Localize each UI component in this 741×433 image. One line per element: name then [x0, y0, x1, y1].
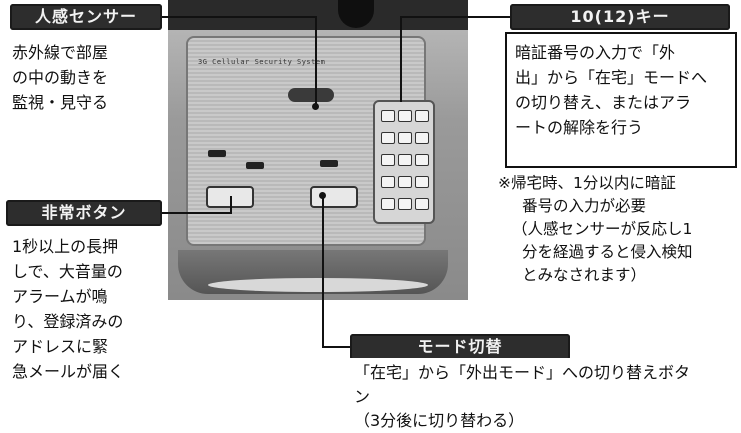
callout-line: 「在宅」から「外出モード」への切り替えボタン — [354, 363, 691, 406]
leader-line-keypad — [400, 16, 402, 102]
device-top — [168, 0, 468, 30]
note-line: 番号の入力が必要 — [522, 197, 647, 215]
callout-line: 1秒以上の長押 — [12, 237, 119, 256]
callout-line: ートの解除を行う — [515, 118, 644, 137]
status-led — [246, 162, 264, 169]
mode-button-on-device — [310, 186, 358, 208]
status-led — [208, 150, 226, 157]
callout-body-sensor: 赤外線で部屋 の中の動きを 監視・見守る — [4, 34, 166, 154]
callout-line: り、登録済みの — [12, 312, 124, 331]
callout-body-keypad: 暗証番号の入力で「外 出」から「在宅」モードへ の切り替え、またはアラ ートの解… — [505, 32, 737, 168]
callout-line: アラームが鳴 — [12, 287, 108, 306]
leader-line-sensor — [315, 16, 317, 106]
annotated-device-figure: 3G Cellular Security System 人感センサー 赤外線で部… — [4, 0, 741, 430]
leader-line-keypad — [400, 16, 510, 18]
callout-title-mode: モード切替 — [350, 334, 570, 360]
leader-line-mode — [322, 198, 324, 348]
device-keypad — [373, 100, 435, 224]
callout-line: 出」から「在宅」モードへ — [515, 68, 708, 87]
callout-line: 赤外線で部屋 — [12, 43, 109, 62]
callout-line: の切り替え、またはアラ — [515, 93, 692, 112]
callout-line: 急メールが届く — [12, 362, 125, 381]
device-photo: 3G Cellular Security System — [168, 0, 468, 300]
callout-title-keypad: 10(12)キー — [510, 4, 730, 30]
leader-dot-mode — [319, 192, 326, 199]
callout-line: アドレスに緊 — [12, 337, 109, 356]
callout-line: 監視・見守る — [12, 93, 109, 112]
callout-line: 暗証番号の入力で「外 — [515, 43, 676, 62]
callout-line: （3分後に切り替わる） — [354, 411, 525, 430]
motion-sensor-window — [288, 88, 334, 102]
leader-line-mode — [322, 346, 350, 348]
note-line: 分を経過すると侵入検知 — [522, 243, 693, 261]
note-line: とみなされます） — [522, 266, 647, 284]
leader-line-emergency — [162, 212, 232, 214]
device-base — [208, 278, 428, 292]
callout-body-mode: 「在宅」から「外出モード」への切り替えボタン （3分後に切り替わる） — [346, 358, 708, 430]
note-line: ※帰宅時、1分以内に暗証 — [498, 174, 676, 192]
callout-line: しで、大音量の — [12, 262, 123, 281]
device-panel-label: 3G Cellular Security System — [198, 58, 326, 66]
leader-dot-sensor — [312, 103, 319, 110]
callout-line: の中の動きを — [12, 68, 109, 87]
device-knob — [338, 0, 374, 28]
note-line: （人感センサーが反応し1 — [512, 220, 693, 238]
callout-title-sensor: 人感センサー — [10, 4, 162, 30]
callout-note: ※帰宅時、1分以内に暗証 番号の入力が必要 （人感センサーが反応し1 分を経過す… — [498, 172, 741, 287]
callout-body-emergency: 1秒以上の長押 しで、大音量の アラームが鳴 り、登録済みの アドレスに緊 急メ… — [4, 228, 166, 418]
status-led — [320, 160, 338, 167]
callout-title-emergency: 非常ボタン — [6, 200, 162, 226]
leader-line-emergency — [230, 196, 232, 214]
leader-line-sensor — [162, 16, 317, 18]
